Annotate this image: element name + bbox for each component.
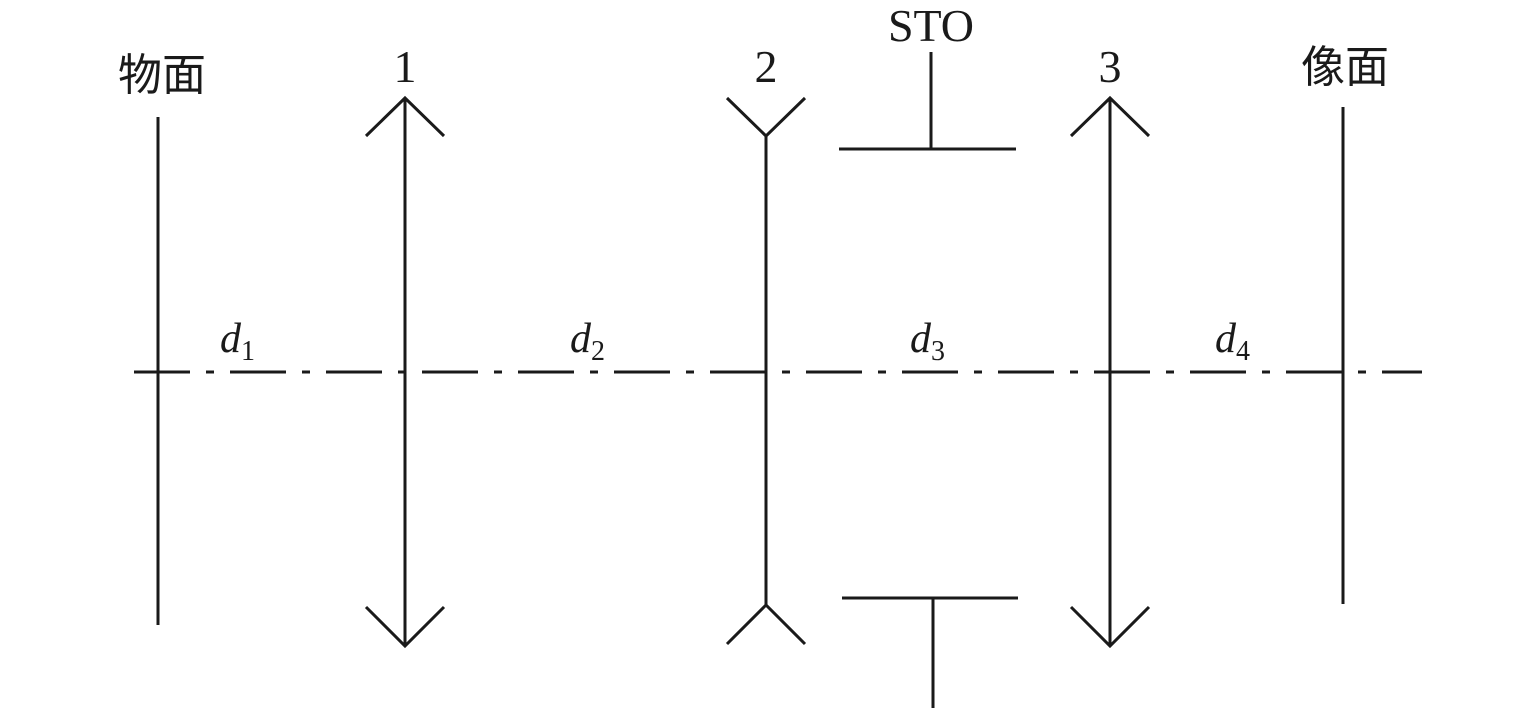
lens-2-top-arrow	[725, 96, 807, 139]
distance-d2-label: d2	[570, 316, 605, 367]
lens-3-top-arrow	[1069, 95, 1151, 138]
lens-3-label: 3	[1099, 41, 1122, 92]
distance-d3-label: d3	[910, 316, 945, 367]
lens-2-label: 2	[755, 41, 778, 92]
aperture-stop	[839, 52, 1018, 708]
image-plane-label: 像面	[1301, 42, 1389, 93]
lens-3	[1069, 95, 1151, 649]
lens-2-bottom-arrow	[725, 602, 807, 646]
lens-1	[364, 95, 446, 649]
lens-1-label: 1	[394, 41, 417, 92]
lens-1-top-arrow	[364, 95, 446, 138]
lens-3-bottom-arrow	[1069, 605, 1151, 649]
stop-label: STO	[888, 0, 974, 51]
distance-d1-label: d1	[220, 316, 255, 367]
lens-1-bottom-arrow	[364, 605, 446, 649]
object-plane-label: 物面	[118, 50, 206, 101]
lens-2	[725, 96, 807, 646]
distance-d4-label: d4	[1215, 316, 1250, 367]
